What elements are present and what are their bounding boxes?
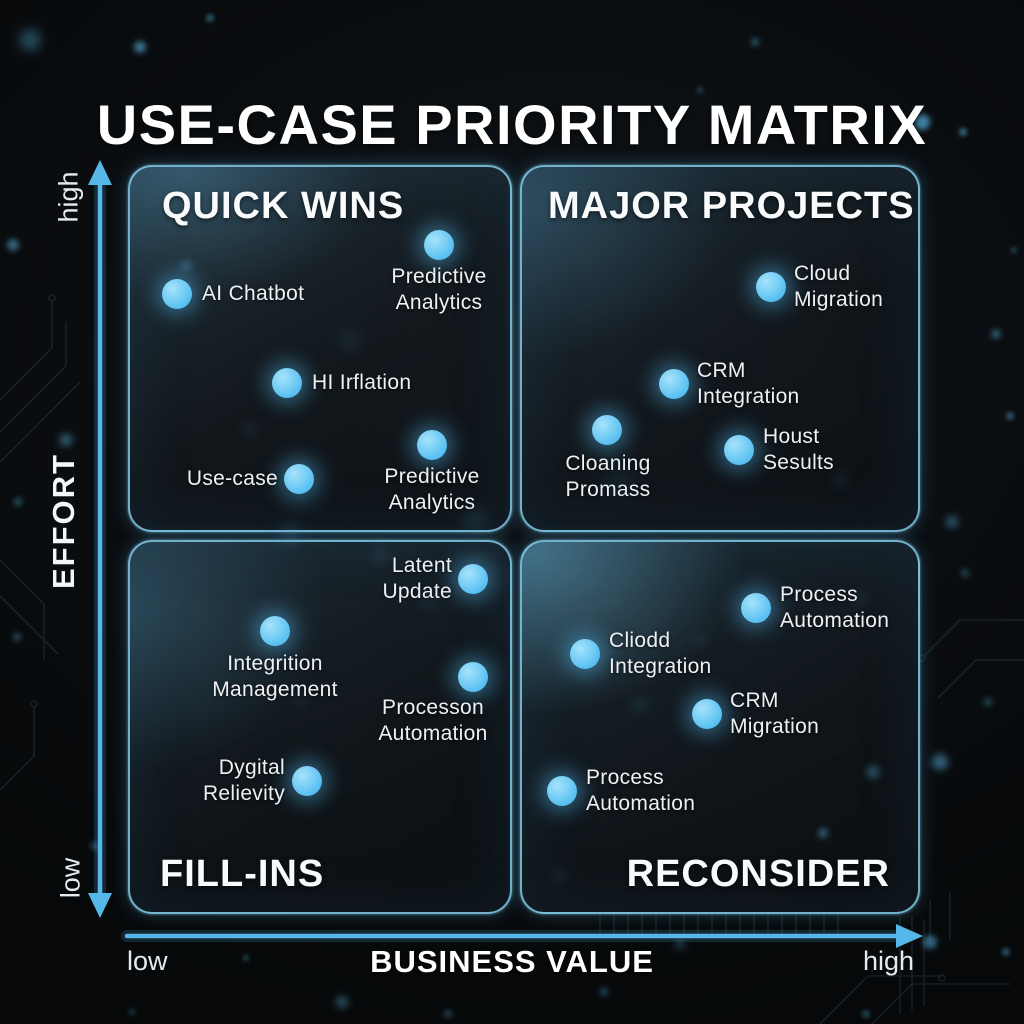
data-point-label: Process Automation bbox=[780, 583, 890, 632]
quadrant-heading-quick-wins: QUICK WINS bbox=[162, 185, 405, 227]
y-axis-title: EFFORT bbox=[46, 453, 81, 589]
data-point-dot bbox=[260, 616, 290, 646]
data-point-label: Houst Sesults bbox=[763, 425, 834, 474]
data-point-dot bbox=[458, 662, 488, 692]
data-point-dot bbox=[692, 699, 722, 729]
data-point-label: Cloaning Promass bbox=[565, 452, 651, 501]
y-axis-arrow-up bbox=[88, 160, 112, 185]
data-point-label: Cliodd Integration bbox=[609, 629, 712, 678]
quadrant-heading-major-projects: MAJOR PROJECTS bbox=[548, 185, 915, 227]
y-axis-high-label: high bbox=[53, 171, 84, 223]
data-point-dot bbox=[284, 464, 314, 494]
data-point-dot bbox=[724, 435, 754, 465]
data-point-label: Cloud Migration bbox=[794, 262, 884, 311]
data-point-dot bbox=[547, 776, 577, 806]
data-point-dot bbox=[570, 639, 600, 669]
data-point-dot bbox=[272, 368, 302, 398]
quadrant-quick-wins: QUICK WINS Predictive Analytics AI Chatbo… bbox=[128, 165, 512, 532]
data-point-label: AI Chatbot bbox=[202, 282, 305, 305]
page-title: USE-CASE PRIORITY MATRIX bbox=[96, 92, 928, 156]
data-point-dot bbox=[424, 230, 454, 260]
data-point-dot bbox=[741, 593, 771, 623]
data-point-dot bbox=[458, 564, 488, 594]
data-point-label: Use-case bbox=[186, 467, 278, 490]
data-point-label: Predictive Analytics bbox=[391, 265, 487, 314]
x-axis-arrow-right bbox=[896, 924, 923, 948]
data-point-dot bbox=[659, 369, 689, 399]
data-point-dot bbox=[592, 415, 622, 445]
data-point-label: CRM Integration bbox=[697, 359, 800, 408]
data-point-dot bbox=[292, 766, 322, 796]
x-axis-high-label: high bbox=[862, 946, 914, 976]
data-point-label: HI Irflation bbox=[312, 371, 412, 394]
data-point-label: Predictive Analytics bbox=[384, 465, 480, 514]
data-point-label: CRM Migration bbox=[730, 689, 820, 738]
data-point-dot bbox=[417, 430, 447, 460]
x-axis-title: BUSINESS VALUE bbox=[370, 944, 654, 979]
data-point-label: Latent Update bbox=[382, 554, 452, 603]
x-axis-low-label: low bbox=[127, 946, 168, 976]
quadrant-heading-reconsider: RECONSIDER bbox=[626, 853, 890, 895]
data-point-label: Processon Automation bbox=[378, 696, 488, 745]
y-axis-low-label: low bbox=[55, 857, 86, 899]
data-point-dot bbox=[756, 272, 786, 302]
data-point-dot bbox=[162, 279, 192, 309]
quadrant-heading-fill-ins: FILL-INS bbox=[160, 853, 325, 895]
data-point-label: Dygital Relievity bbox=[202, 756, 285, 805]
data-point-label: Integrition Management bbox=[212, 652, 338, 701]
data-point-label: Process Automation bbox=[586, 766, 696, 815]
y-axis-arrow-down bbox=[88, 893, 112, 918]
